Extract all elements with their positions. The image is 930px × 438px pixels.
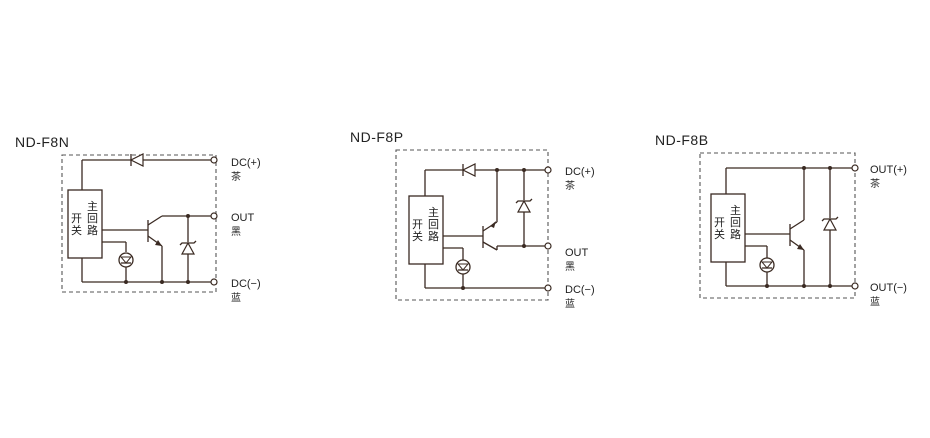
box-label-main-circuit: 主回路	[87, 200, 98, 237]
terminal-label: OUT	[565, 247, 589, 259]
led-indicator-symbol	[443, 247, 471, 288]
circuit-title: ND-F8P	[350, 129, 404, 145]
diode-symbol	[461, 163, 476, 177]
circuit-nd-f8n: ND-F8N 开关 主回路	[15, 134, 261, 304]
terminal-dc-minus	[544, 284, 552, 292]
terminal-dc-plus	[544, 166, 552, 174]
diode-symbol	[129, 153, 144, 167]
box-label-main-circuit: 主回路	[428, 206, 439, 243]
wire-color-label: 黑	[231, 226, 241, 238]
wire-color-label: 茶	[870, 177, 880, 190]
wire-color-label: 蓝	[565, 298, 575, 310]
box-label-switch: 开关	[412, 219, 423, 243]
box-label-switch: 开关	[714, 217, 725, 241]
wire-color-label: 茶	[231, 170, 241, 183]
terminal-out	[210, 212, 218, 220]
box-label-switch: 开关	[71, 213, 82, 237]
circuit-title: ND-F8B	[655, 132, 709, 148]
zener-diode-symbol	[515, 170, 533, 246]
led-indicator-symbol	[102, 241, 134, 282]
zener-diode-symbol	[821, 168, 839, 286]
terminal-label: OUT(−)	[870, 282, 907, 294]
led-indicator-symbol	[745, 245, 775, 286]
terminal-label: DC(+)	[565, 166, 595, 178]
box-label-main-circuit: 主回路	[730, 204, 741, 241]
terminal-label: DC(−)	[231, 278, 261, 290]
terminal-label: DC(+)	[231, 157, 261, 169]
transistor-symbol	[745, 168, 805, 286]
zener-diode-symbol	[179, 216, 197, 282]
terminal-label: DC(−)	[565, 284, 595, 296]
wire-color-label: 蓝	[870, 296, 880, 308]
transistor-symbol	[102, 215, 163, 282]
circuit-nd-f8p: ND-F8P 开关 主回路	[350, 129, 595, 310]
terminal-label: OUT(+)	[870, 164, 907, 176]
circuit-title: ND-F8N	[15, 134, 69, 150]
wire-color-label: 茶	[565, 179, 575, 192]
switch-main-circuit-box	[408, 195, 444, 265]
terminal-dc-minus	[210, 278, 218, 286]
wire-color-label: 蓝	[231, 292, 241, 304]
switch-main-circuit-box	[67, 189, 103, 259]
sensor-enclosure	[61, 154, 217, 293]
switch-main-circuit-box	[710, 193, 746, 263]
terminal-label: OUT	[231, 212, 255, 224]
circuit-nd-f8b: ND-F8B 开关 主回路	[655, 132, 907, 308]
terminal-out-minus	[851, 282, 859, 290]
terminal-out-plus	[851, 164, 859, 172]
wire-color-label: 黑	[565, 261, 575, 273]
terminal-dc-plus	[210, 156, 218, 164]
terminal-out	[544, 242, 552, 250]
sensor-enclosure	[699, 152, 856, 299]
sensor-enclosure	[395, 149, 549, 301]
transistor-symbol	[443, 170, 498, 251]
